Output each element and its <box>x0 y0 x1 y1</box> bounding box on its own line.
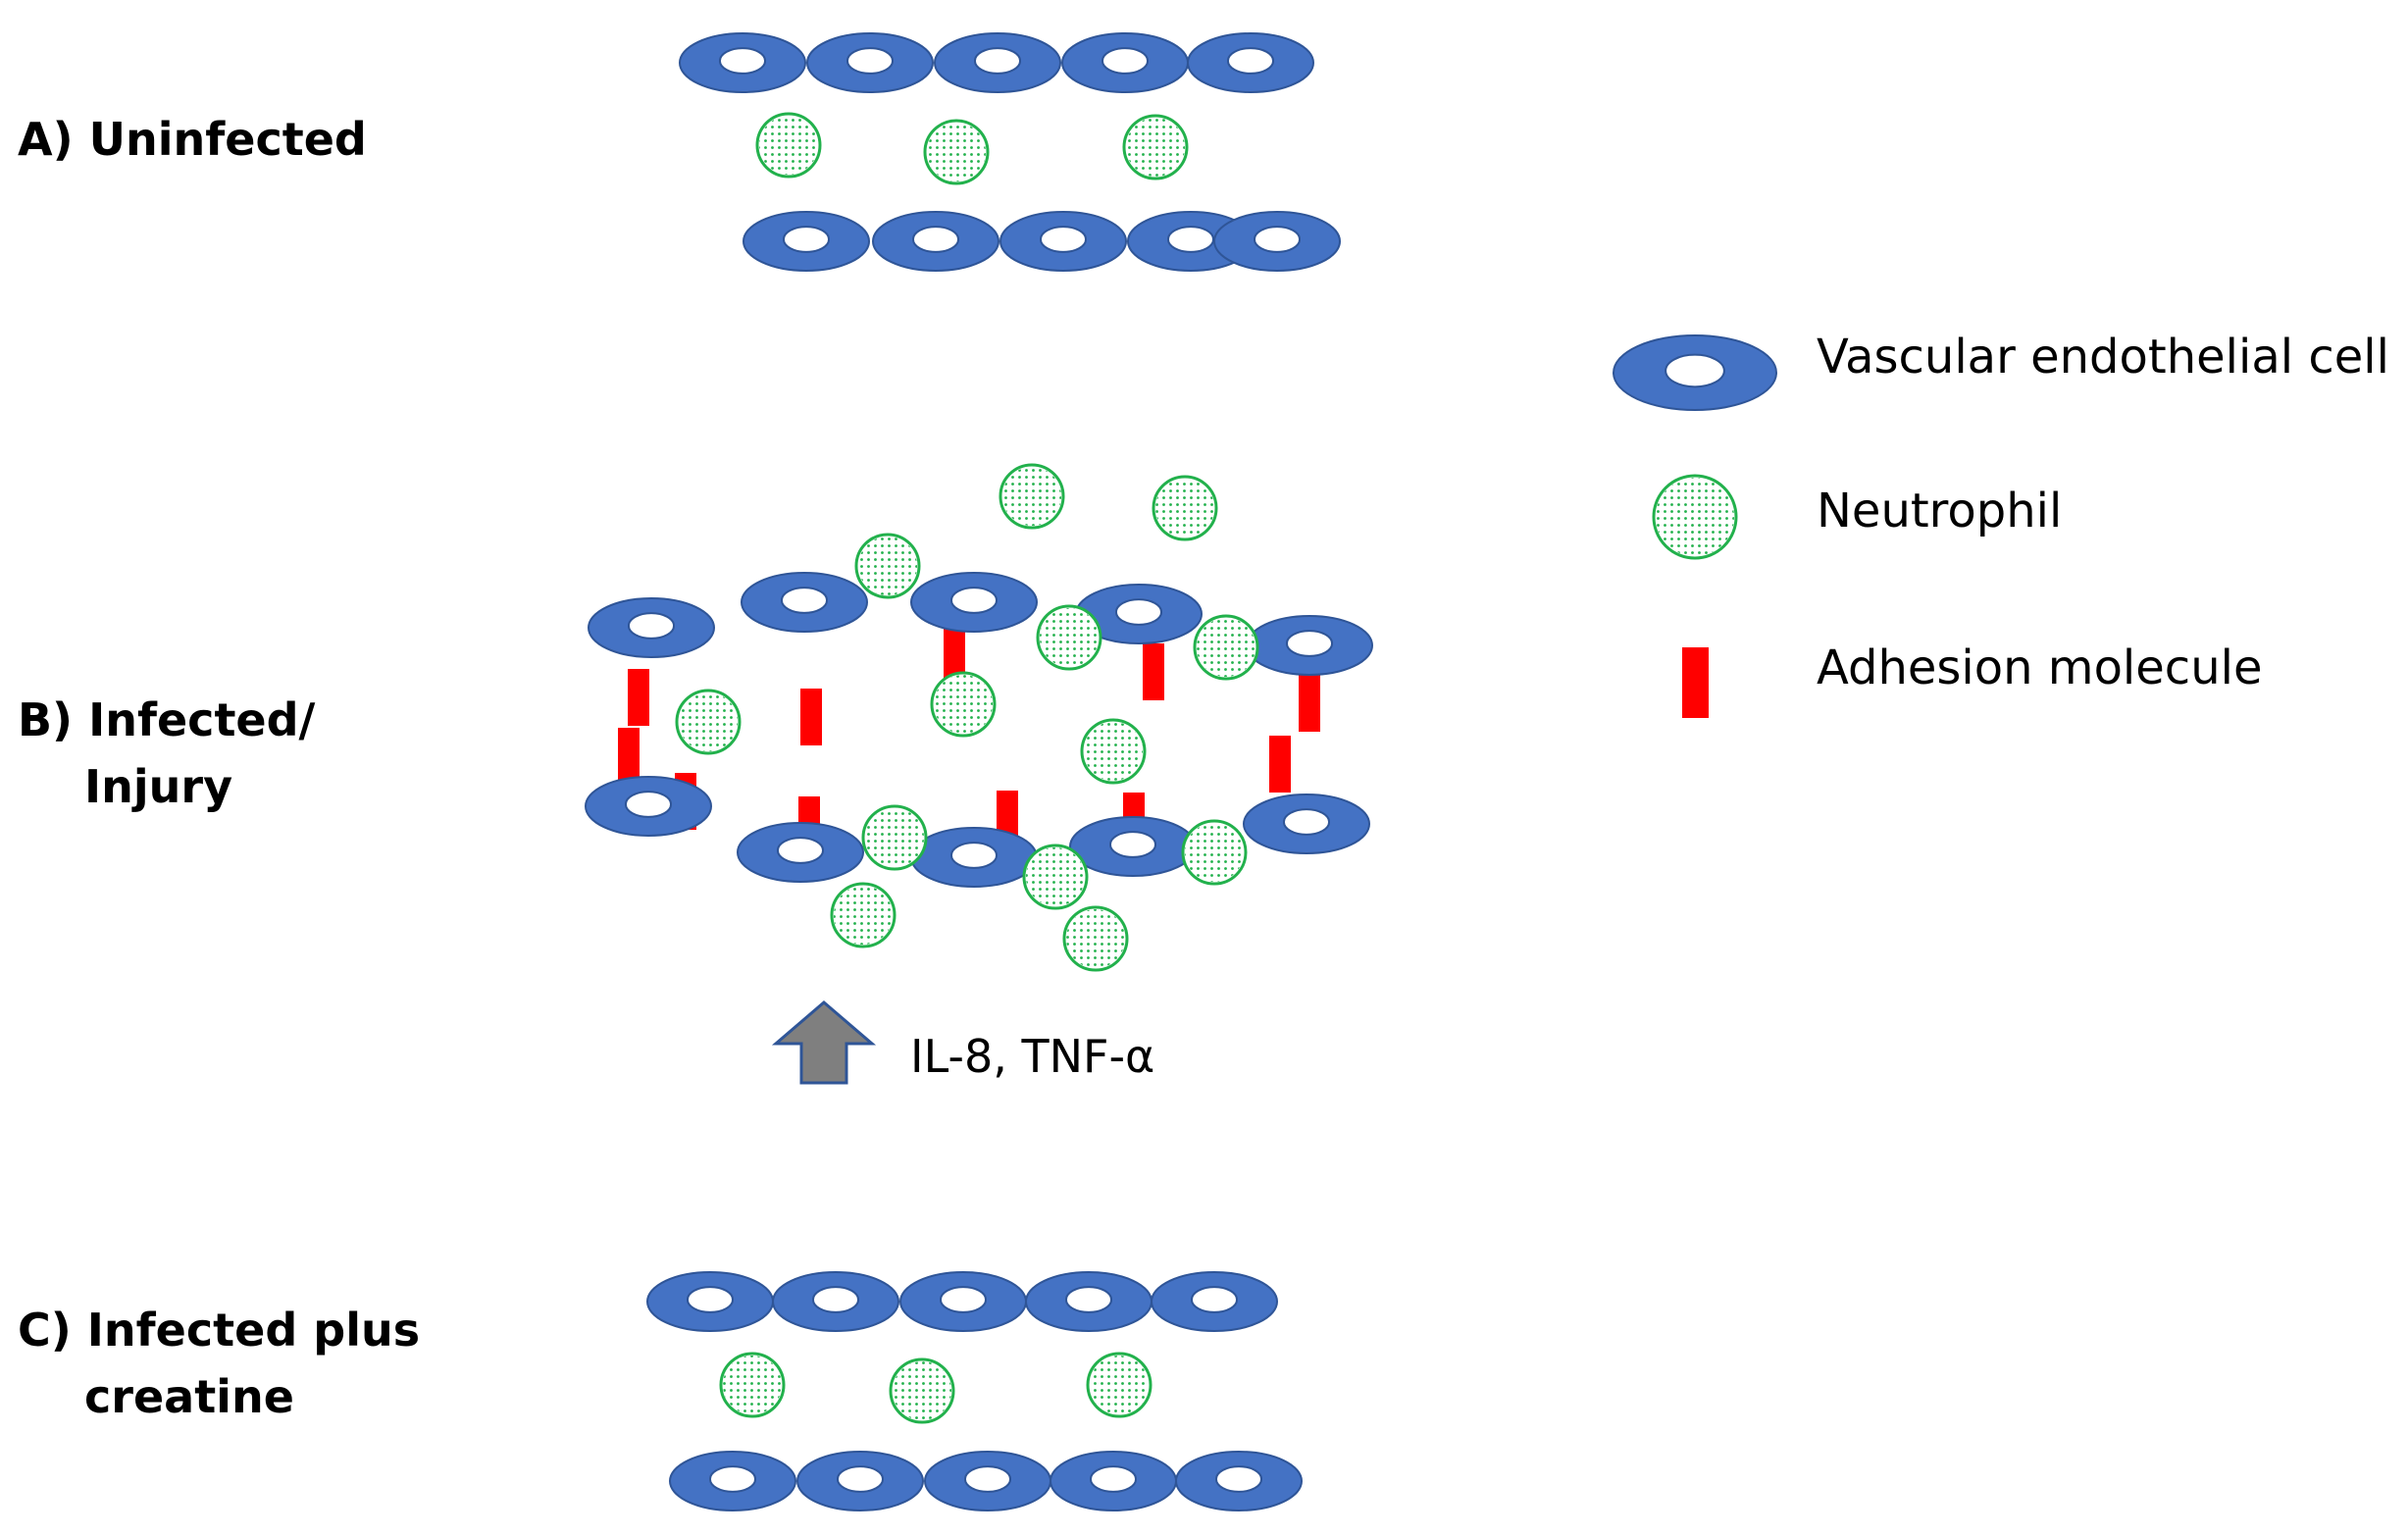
upregulation-arrow <box>771 1000 877 1085</box>
endothelial-cell <box>1613 334 1777 411</box>
endothelial-cell <box>934 32 1061 93</box>
endothelial-cell <box>910 572 1038 633</box>
panel-a-uninfected <box>679 32 1341 272</box>
neutrophil <box>1193 614 1259 681</box>
endothelial-cell <box>1151 1271 1278 1332</box>
endothelial-cell <box>737 822 864 883</box>
panel-a-label: A) Uninfected <box>18 113 367 166</box>
adhesion-molecule <box>944 628 965 685</box>
legend-neutrophil-label: Neutrophil <box>1817 484 2062 538</box>
endothelial-cell <box>1243 794 1370 854</box>
neutrophil <box>1036 604 1102 671</box>
panel-b-label-line1: B) Infected/ <box>18 693 316 746</box>
endothelial-cell <box>1025 1271 1153 1332</box>
neutrophil <box>1022 844 1089 910</box>
endothelial-cell <box>585 776 712 837</box>
neutrophil <box>930 671 997 738</box>
panel-c-infected-plus-creatine <box>646 1271 1303 1511</box>
endothelial-cell <box>1213 211 1341 272</box>
neutrophil <box>889 1357 955 1424</box>
endothelial-cell <box>872 211 999 272</box>
legend <box>1613 334 1777 718</box>
adhesion-molecule <box>800 689 822 745</box>
endothelial-cell <box>588 597 715 658</box>
endothelial-cell <box>999 211 1127 272</box>
neutrophil <box>1152 475 1218 541</box>
endothelial-cell <box>743 211 870 272</box>
endothelial-cell <box>1187 32 1314 93</box>
neutrophil <box>1062 905 1129 972</box>
endothelial-cell <box>646 1271 774 1332</box>
neutrophil <box>999 463 1065 530</box>
adhesion-molecule <box>1682 647 1709 718</box>
neutrophil <box>923 119 990 185</box>
endothelial-cell <box>1175 1451 1303 1511</box>
endothelial-cell <box>669 1451 796 1511</box>
panel-c-label-line1: C) Infected plus <box>18 1304 420 1357</box>
neutrophil <box>755 112 822 179</box>
endothelial-cell <box>910 827 1038 888</box>
neutrophil <box>1086 1352 1153 1418</box>
neutrophil <box>675 689 742 755</box>
adhesion-molecule <box>1143 643 1164 700</box>
neutrophil <box>1122 114 1189 180</box>
cytokines-label: IL-8, TNF-α <box>910 1030 1154 1083</box>
panel-b-infected-injury <box>585 463 1373 972</box>
neutrophil <box>861 804 928 871</box>
legend-endothelial-label: Vascular endothelial cell <box>1817 330 2389 384</box>
adhesion-molecule <box>1299 675 1320 732</box>
endothelial-cell <box>1069 816 1197 877</box>
endothelial-cell <box>741 572 868 633</box>
neutrophil <box>1652 474 1738 560</box>
legend-adhesion-label: Adhesion molecule <box>1817 640 2262 695</box>
neutrophil <box>719 1352 786 1418</box>
endothelial-cell <box>1246 615 1373 676</box>
panel-b-label-line2: Injury <box>84 760 232 813</box>
neutrophil <box>1080 718 1147 785</box>
endothelial-cell <box>796 1451 924 1511</box>
endothelial-cell <box>806 32 934 93</box>
adhesion-molecule <box>628 669 649 726</box>
endothelial-cell <box>679 32 806 93</box>
adhesion-molecule <box>618 728 640 785</box>
endothelial-cell <box>1061 32 1189 93</box>
neutrophil <box>1181 819 1248 886</box>
neutrophil <box>830 882 897 948</box>
endothelial-cell <box>1050 1451 1177 1511</box>
neutrophil <box>854 533 921 599</box>
endothelial-cell <box>772 1271 899 1332</box>
endothelial-cell <box>899 1271 1027 1332</box>
panel-c-label-line2: creatine <box>84 1370 294 1423</box>
adhesion-molecule <box>1269 736 1291 793</box>
endothelial-cell <box>924 1451 1051 1511</box>
